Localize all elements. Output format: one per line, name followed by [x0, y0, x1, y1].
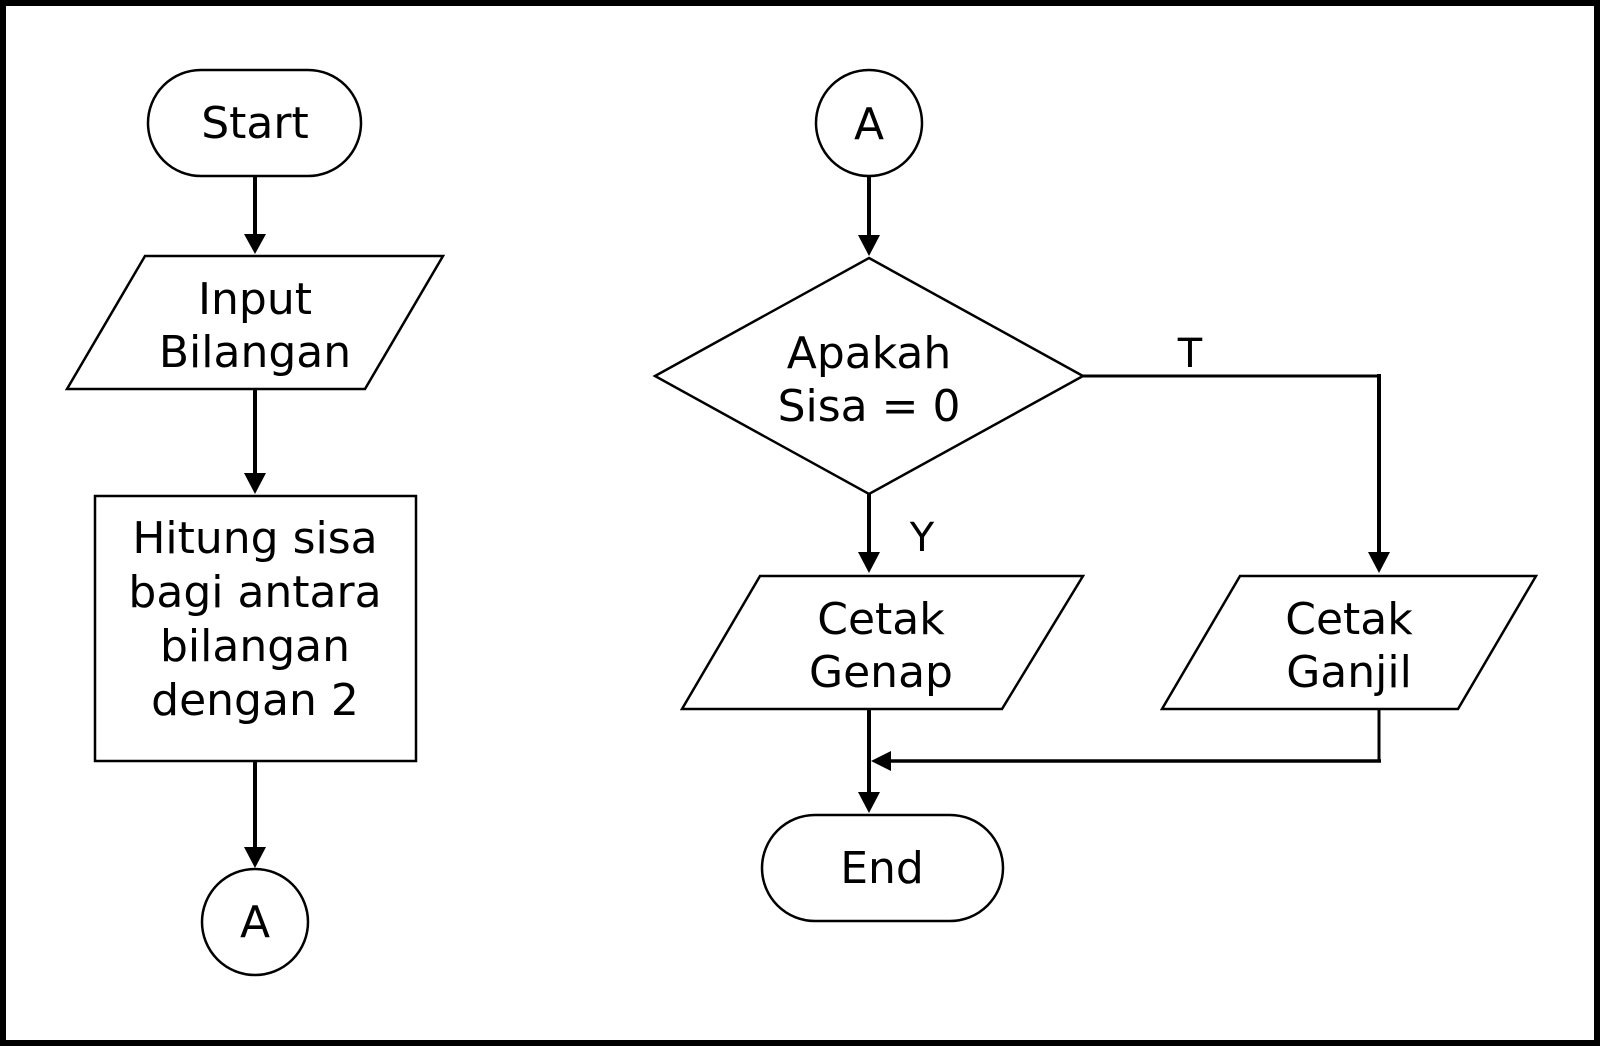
decision-diamond: Apakah Sisa = 0	[652, 256, 1086, 496]
arrow-decision-no-branch	[1083, 374, 1390, 573]
start-terminator: Start	[146, 68, 363, 178]
process-label-line3: bilangan	[160, 621, 350, 672]
arrow-process-to-connector	[244, 761, 266, 868]
no-branch-label: T	[1177, 331, 1203, 377]
process-box: Hitung sisa bagi antara bilangan dengan …	[93, 494, 418, 763]
output-ganjil-line1: Cetak	[1285, 594, 1413, 645]
arrow-connector-to-decision	[858, 176, 880, 256]
connector-a-left-label: A	[240, 897, 270, 948]
end-label: End	[840, 843, 924, 894]
output-ganjil-parallelogram: Cetak Ganjil	[1159, 574, 1539, 711]
input-label-line2: Bilangan	[159, 327, 351, 378]
decision-label-line1: Apakah	[787, 328, 952, 379]
input-bilangan-parallelogram: Input Bilangan	[64, 254, 446, 391]
arrow-genap-to-end	[858, 709, 880, 813]
arrow-start-to-input	[244, 176, 266, 254]
connector-a-left: A	[200, 867, 310, 977]
process-label-line4: dengan 2	[151, 675, 359, 726]
decision-label-line2: Sisa = 0	[778, 381, 961, 432]
yes-branch-label: Y	[909, 515, 935, 561]
output-genap-parallelogram: Cetak Genap	[679, 574, 1086, 711]
process-label-line1: Hitung sisa	[132, 513, 377, 564]
process-label-line2: bagi antara	[128, 567, 381, 618]
connector-a-right-label: A	[854, 99, 884, 150]
output-ganjil-line2: Ganjil	[1286, 647, 1412, 698]
arrow-input-to-process	[244, 389, 266, 494]
output-genap-line2: Genap	[809, 647, 953, 698]
arrow-decision-yes-branch	[858, 494, 880, 573]
arrow-ganjil-to-merge	[871, 709, 1381, 771]
start-label: Start	[201, 98, 309, 149]
connector-a-right: A	[814, 68, 924, 178]
input-label-line1: Input	[198, 274, 312, 325]
end-terminator: End	[760, 813, 1005, 923]
output-genap-line1: Cetak	[817, 594, 945, 645]
